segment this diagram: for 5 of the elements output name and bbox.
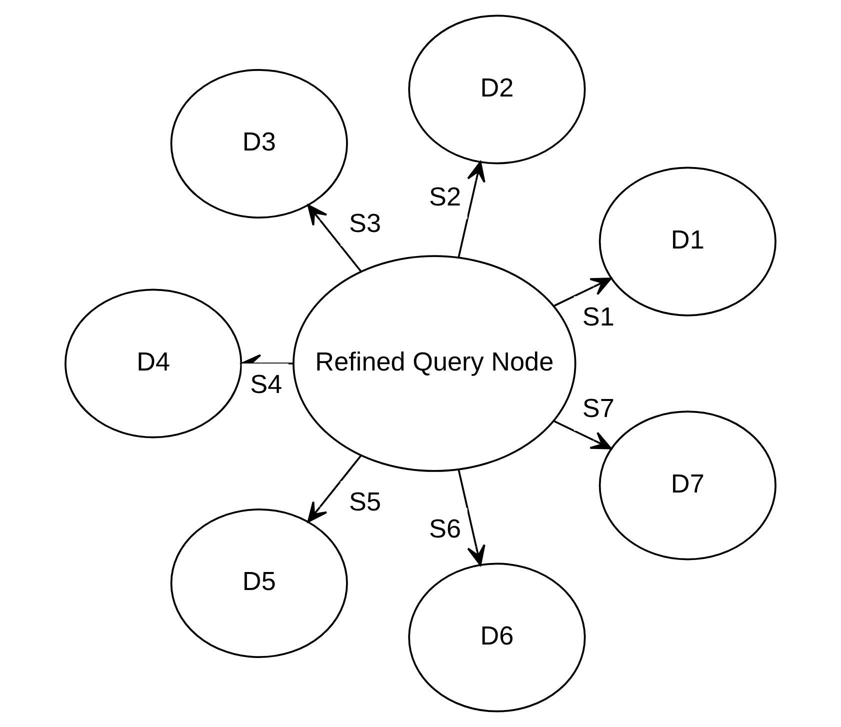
edge-label: S5: [349, 486, 382, 516]
edge-label: S4: [250, 368, 282, 399]
edge-label: S2: [429, 181, 462, 212]
edge-label: S6: [429, 513, 462, 544]
edge-label: S3: [349, 208, 382, 238]
